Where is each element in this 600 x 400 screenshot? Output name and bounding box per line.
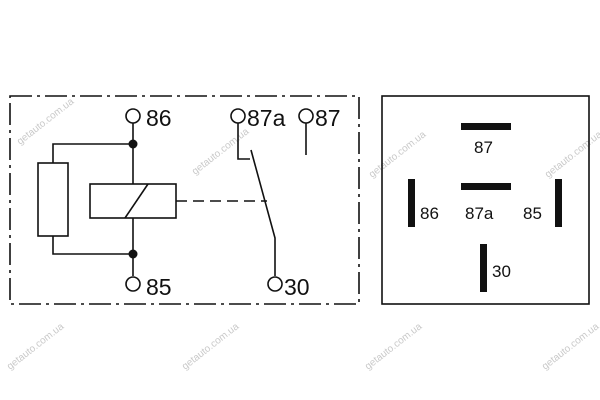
watermark: getauto.com.ua [540,321,600,372]
pin-blade-30 [480,244,487,292]
watermark: getauto.com.ua [363,321,424,372]
footprint-label-86: 86 [420,204,439,223]
coil-diagonal [124,183,149,219]
terminal-87 [298,108,314,124]
pin-blade-86 [408,179,415,227]
footprint-label-87: 87 [474,138,493,157]
contact-87a-line [237,123,250,160]
junction-dot-top [128,139,138,149]
watermark: getauto.com.ua [5,321,66,372]
junction-dot-bottom [128,249,138,259]
watermark: getauto.com.ua [15,96,76,147]
pin-label-87a: 87a [247,105,286,131]
relay-schematic [9,95,360,305]
footprint-label-30: 30 [492,262,511,281]
resistor-wire [52,143,133,255]
pin-label-85: 85 [146,274,172,300]
pin-blade-87a [461,183,511,190]
pin-label-86: 86 [146,105,172,131]
watermark-layer: getauto.com.ua getauto.com.ua getauto.co… [5,96,600,372]
terminal-30 [267,276,283,292]
relay-coil [89,183,177,219]
watermark: getauto.com.ua [190,126,251,177]
pin-blade-87 [461,123,511,130]
footprint-label-85: 85 [523,204,542,223]
footprint-border [381,95,590,305]
relay-footprint [381,95,590,305]
watermark: getauto.com.ua [367,129,428,180]
terminal-85 [125,276,141,292]
terminal-87a [230,108,246,124]
schematic-border [9,95,360,305]
pin-blade-85 [555,179,562,227]
resistor [37,162,69,237]
terminal-86 [125,108,141,124]
pin-label-87: 87 [315,105,341,131]
switch-arm [250,149,276,276]
watermark: getauto.com.ua [180,321,241,372]
footprint-label-87a: 87a [465,204,494,223]
watermark: getauto.com.ua [543,129,600,180]
pin-label-30: 30 [284,274,310,300]
